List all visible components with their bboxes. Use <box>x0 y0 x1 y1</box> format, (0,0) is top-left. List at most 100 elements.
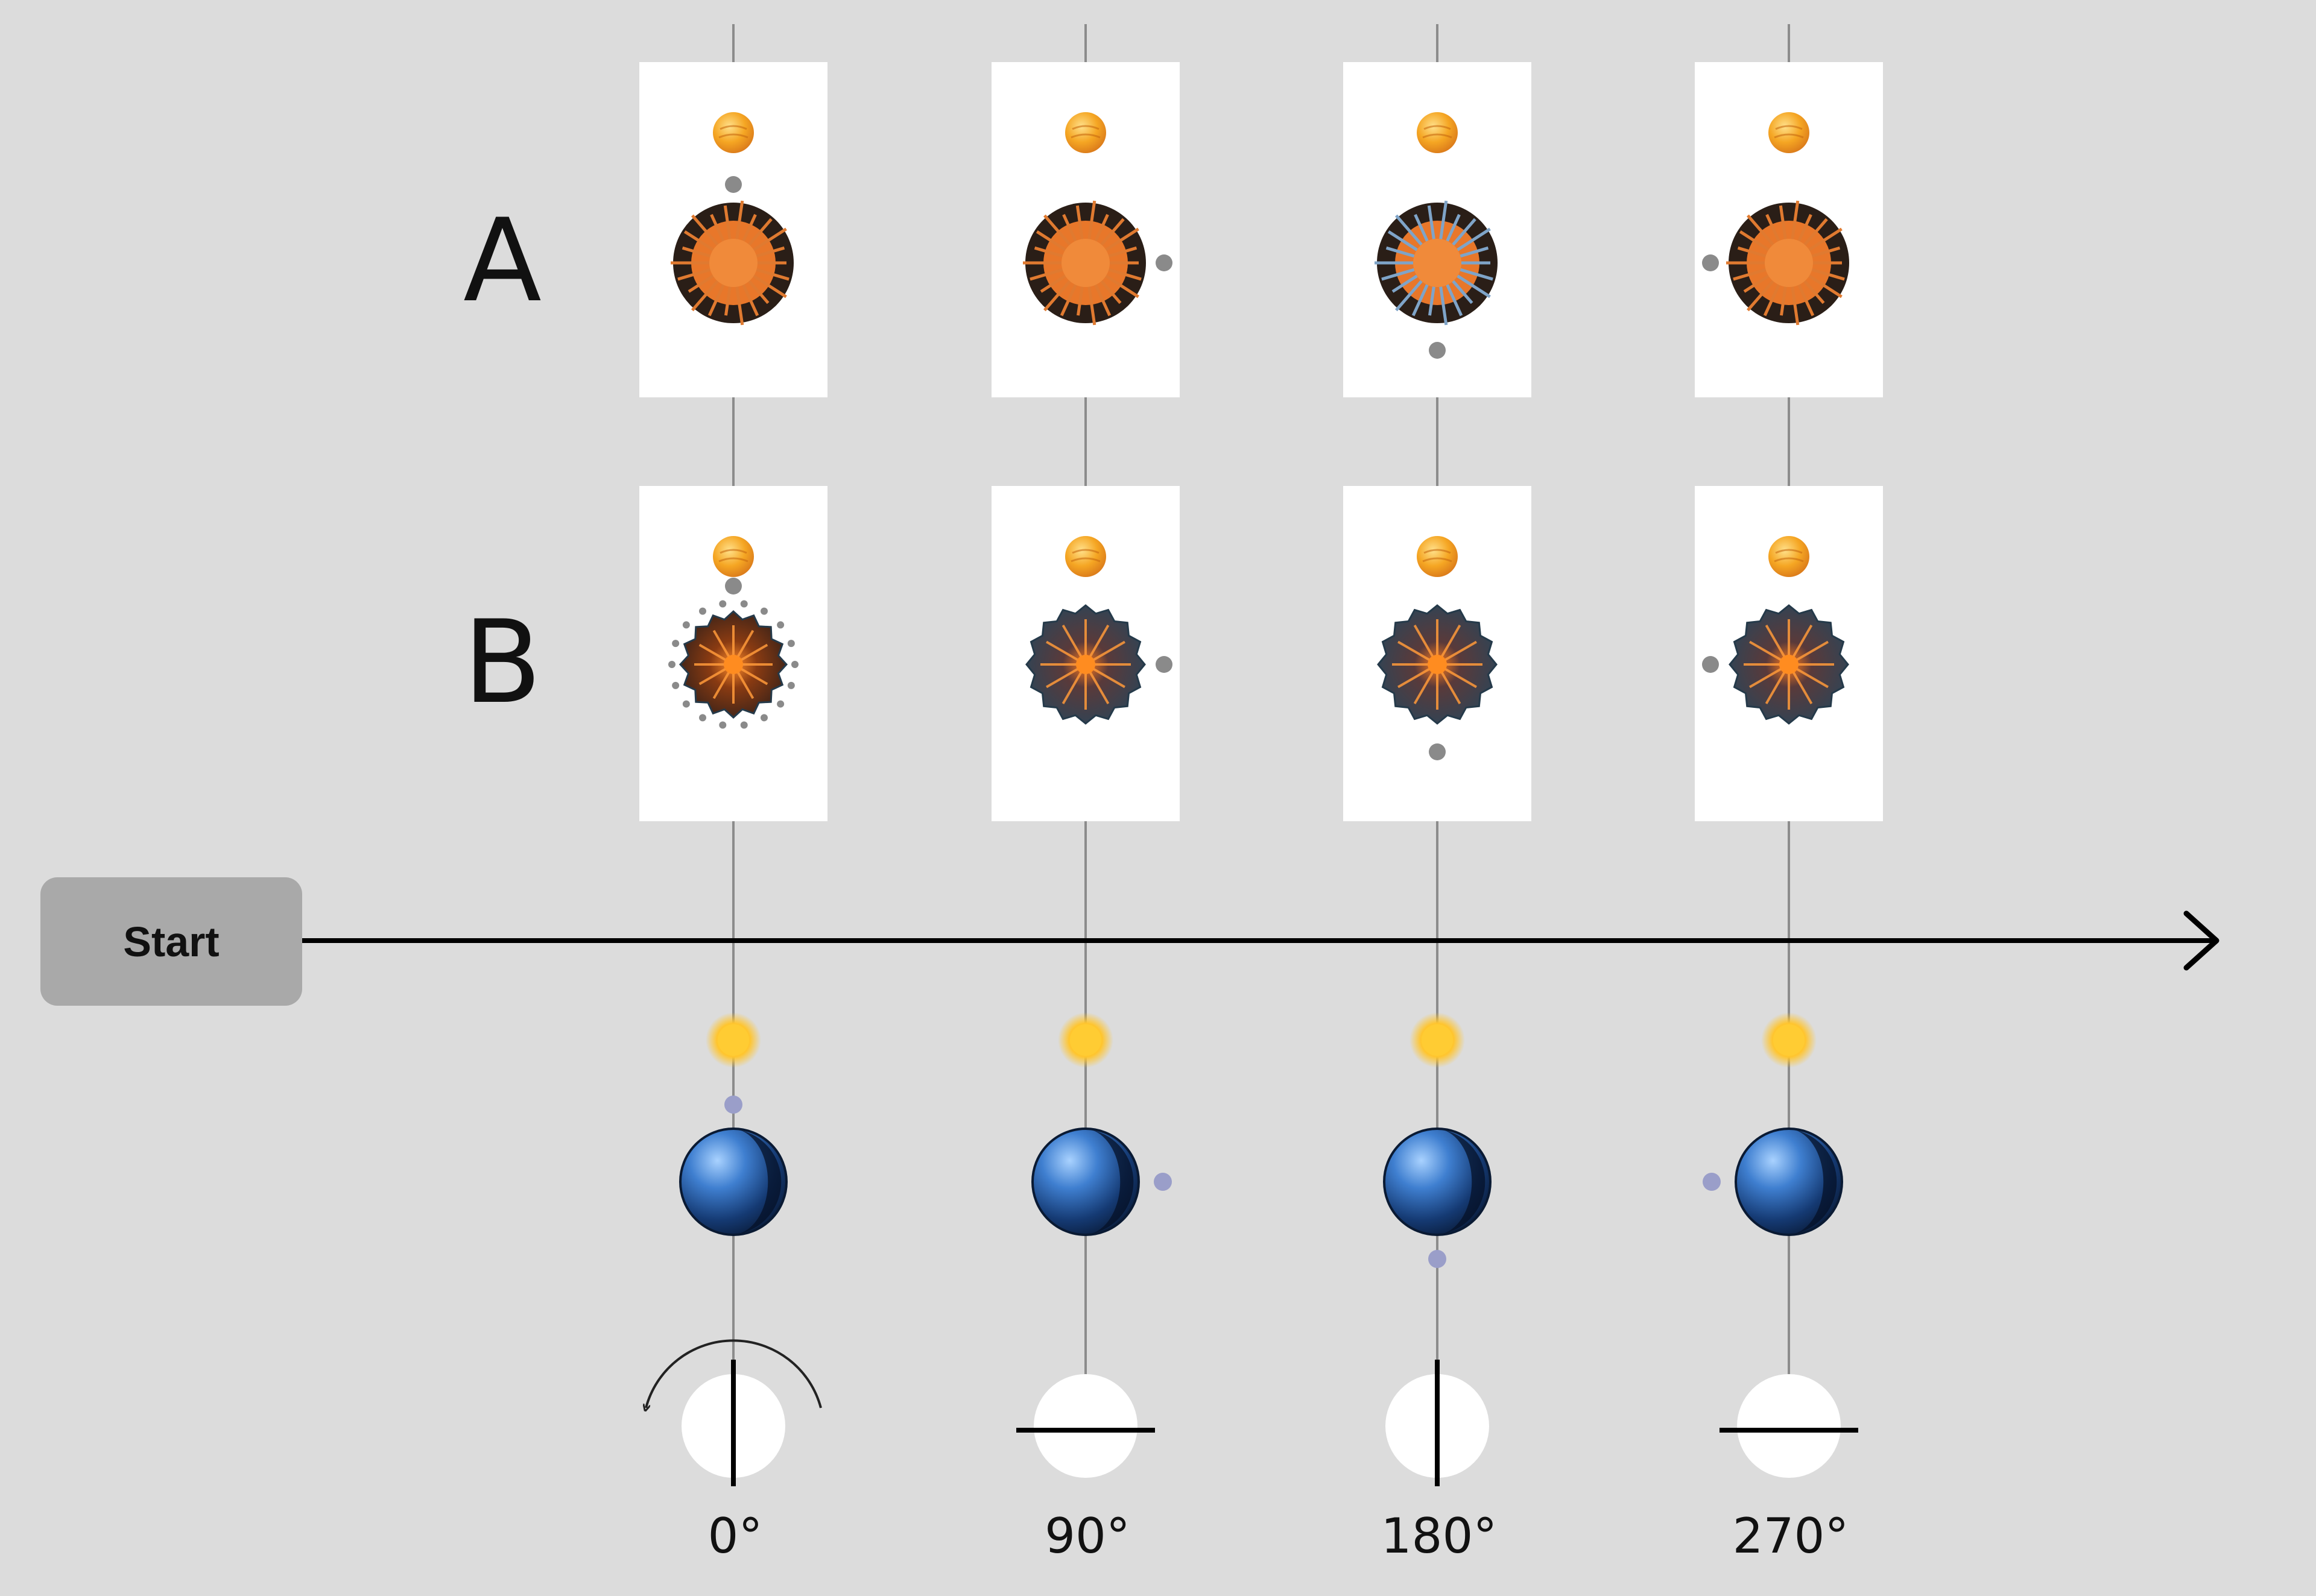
sun-icon <box>1065 536 1106 577</box>
disc-spike <box>710 213 725 242</box>
card-row-A-0 <box>639 62 827 397</box>
ball-spike-tip <box>787 640 795 648</box>
disc-spike <box>1457 274 1491 298</box>
ball-core <box>1779 655 1799 674</box>
sun-icon <box>718 1024 749 1056</box>
disc-spike <box>1043 280 1071 312</box>
disc-spike <box>1036 230 1066 251</box>
disc-spike <box>756 268 789 281</box>
start-button-bg[interactable] <box>40 877 302 1006</box>
card-row-A-3 <box>1695 62 1883 397</box>
disc-spike <box>1779 205 1787 239</box>
moon-icon <box>1703 1173 1721 1191</box>
ball-core <box>1076 655 1095 674</box>
moon-icon <box>1429 743 1446 760</box>
disc-spike <box>1780 286 1787 316</box>
disc-spike <box>1811 268 1845 281</box>
disc-spike <box>1060 284 1077 317</box>
disc-spike <box>1737 246 1767 258</box>
sun-texture <box>718 125 748 139</box>
disc-spike <box>1803 280 1825 304</box>
sun-icon <box>1417 536 1458 577</box>
earth-shadow <box>1092 1130 1134 1234</box>
disc-spike <box>735 286 744 326</box>
disc-spike <box>1797 213 1812 242</box>
disc-spike <box>1062 213 1077 242</box>
moon-icon <box>724 1096 742 1114</box>
disc-spike <box>753 274 787 298</box>
disc-spike <box>682 246 711 258</box>
disc-spike <box>707 284 725 317</box>
ball-spike-tip <box>777 621 785 629</box>
moon-icon <box>725 578 742 595</box>
sun-icon <box>1773 1024 1805 1056</box>
disc-spike <box>1460 246 1489 258</box>
moon-icon <box>1428 1250 1446 1268</box>
orientation-disc <box>1737 1374 1841 1478</box>
disc-spike <box>1385 246 1415 258</box>
disc-spike <box>1075 205 1084 239</box>
ball-spike-tip <box>777 700 785 708</box>
earth-icon <box>1735 1128 1843 1236</box>
disc-spike <box>691 280 719 312</box>
disc-spike <box>1100 218 1125 246</box>
orientation-disc <box>1034 1374 1137 1478</box>
sun-icon <box>713 536 754 577</box>
disc-spike <box>1428 286 1435 316</box>
disc-spike <box>1108 268 1142 281</box>
disc-spike <box>1030 268 1063 281</box>
disc-center <box>1413 239 1461 287</box>
disc-spike <box>683 230 714 251</box>
angle-label-2: 180° <box>1381 1508 1498 1564</box>
disc-spike <box>723 205 732 239</box>
orbit-column-3: 270° <box>1703 1012 1858 1564</box>
disc-spike <box>1087 200 1096 239</box>
disc-spike <box>742 284 759 317</box>
disc-spike <box>1743 274 1770 293</box>
disc-spike <box>1105 274 1139 298</box>
disc-spike <box>1094 284 1112 317</box>
disc-spike <box>1452 280 1473 304</box>
disc-spike <box>742 213 757 242</box>
timeline-arrowhead-icon <box>2183 910 2220 971</box>
ball-spike-tip <box>699 607 706 615</box>
disc-spike <box>1797 284 1815 317</box>
earth-shadow <box>739 1130 782 1234</box>
disc-spike <box>756 246 785 258</box>
orbit-column-2: 180° <box>1381 1012 1498 1564</box>
ball-spike-tip <box>682 700 690 708</box>
orbit-column-1: 90° <box>1016 1012 1172 1564</box>
start-button[interactable]: Start <box>40 877 302 1006</box>
ball-spike-tip <box>740 600 748 608</box>
ball-spike-tip <box>719 600 727 608</box>
ball-spike-tip <box>699 714 706 722</box>
orbit-column-0: 0° <box>646 1012 822 1564</box>
moon-icon <box>1156 254 1172 271</box>
disc-spike <box>1763 284 1780 317</box>
disc-center <box>1765 239 1813 287</box>
start-button-label[interactable]: Start <box>123 918 219 965</box>
card-row-A-2 <box>1343 62 1531 397</box>
disc-spike <box>1765 213 1780 242</box>
disc-center <box>709 239 758 287</box>
card-row-B-0 <box>639 486 827 821</box>
ball-spike-tip <box>761 714 768 722</box>
ball-spike-tip <box>791 661 799 668</box>
angle-label-0: 0° <box>708 1508 763 1564</box>
disc-spike <box>753 227 787 251</box>
sun-icon <box>1768 112 1809 153</box>
earth-shadow <box>1795 1130 1837 1234</box>
disc-spike <box>1808 227 1843 251</box>
ball-spike-tip <box>787 681 795 689</box>
disc-spike <box>1803 218 1828 246</box>
row-label-b: B <box>463 596 542 729</box>
moon-icon <box>1702 656 1719 673</box>
card-row-B-2 <box>1343 486 1531 821</box>
card-row-A-1 <box>992 62 1180 397</box>
disc-spike <box>1427 205 1435 239</box>
angle-label-1: 90° <box>1045 1508 1130 1564</box>
ball-spike-tip <box>672 681 680 689</box>
ball-spike-tip <box>682 621 690 629</box>
disc-spike <box>1457 227 1491 251</box>
